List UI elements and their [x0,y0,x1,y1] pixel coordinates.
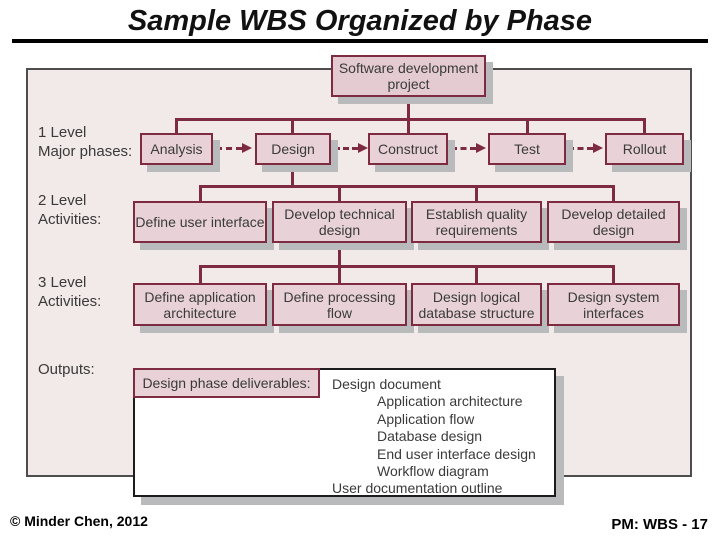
node-l2-define-user-interface: Define user interface [133,201,267,243]
connector-design-down [291,165,294,187]
connector-l1-stub [526,118,529,134]
connector-devtech-down [338,243,341,268]
phase-arrowhead [593,143,603,153]
node-phase-rollout: Rollout [605,133,684,165]
phase-arrow [334,147,358,150]
connector-l3-stub [612,265,615,284]
node-l3-define-processing-flow: Define processing flow [272,283,407,326]
connector-l3-stub [338,265,341,284]
connector-l3-horizontal [199,265,615,268]
connector-l1-stub [291,118,294,134]
connector-l2-stub [199,185,202,202]
phase-arrow [568,147,593,150]
deliverable-item: Database design [377,428,483,445]
title-rule [12,39,708,43]
node-phase-test: Test [488,133,566,165]
deliverables-list: Design document Application architecture… [332,376,536,498]
node-phase-construct: Construct [368,133,448,165]
node-phase-design: Design [255,133,331,165]
row-label-outputs: Outputs: [38,361,95,378]
connector-l2-stub [612,185,615,202]
connector-l1-stub [643,118,646,134]
deliverable-item: Workflow diagram [377,463,489,480]
connector-l1-stub [175,118,178,134]
node-l3-design-logical-database-structure: Design logical database structure [411,283,542,326]
connector-l2-stub [475,185,478,202]
deliverable-item: End user interface design [377,445,536,462]
node-root-label: Software development project [338,60,479,92]
phase-arrow [216,147,242,150]
phase-arrowhead [242,143,252,153]
connector-root-down [407,97,410,120]
connector-l2-horizontal [199,185,615,188]
node-l2-establish-quality-requirements: Establish quality requirements [411,201,542,243]
node-l2-develop-technical-design: Develop technical design [272,201,407,243]
connector-l3-stub [475,265,478,284]
node-l3-design-system-interfaces: Design system interfaces [547,283,680,326]
deliverable-item: Design document [332,376,441,392]
row-label-level1: 1 Level Major phases: [38,124,133,160]
connector-l1-stub [407,118,410,134]
phase-arrowhead [476,143,486,153]
node-l3-define-application-architecture: Define application architecture [133,283,267,326]
node-phase-analysis: Analysis [140,133,213,165]
row-label-level2: 2 Level Activities: [38,192,102,228]
phase-arrow [451,147,476,150]
connector-l3-stub [199,265,202,284]
deliverables-label-box: Design phase deliverables: [133,368,320,398]
connector-l1-horizontal [175,118,646,121]
slide-title: Sample WBS Organized by Phase [127,5,593,37]
deliverables-box: Design phase deliverables: Design docume… [133,368,556,497]
row-label-level3: 3 Level Activities: [38,274,102,310]
slide-number: PM: WBS - 17 [611,516,708,533]
node-l2-develop-detailed-design: Develop detailed design [547,201,680,243]
deliverable-item: User documentation outline [332,480,503,497]
deliverable-item: Application architecture [377,393,523,410]
node-root: Software development project [331,55,486,97]
phase-arrowhead [358,143,368,153]
connector-l2-stub [338,185,341,202]
deliverable-item: Application flow [377,410,475,427]
copyright-text: © Minder Chen, 2012 [10,513,148,529]
